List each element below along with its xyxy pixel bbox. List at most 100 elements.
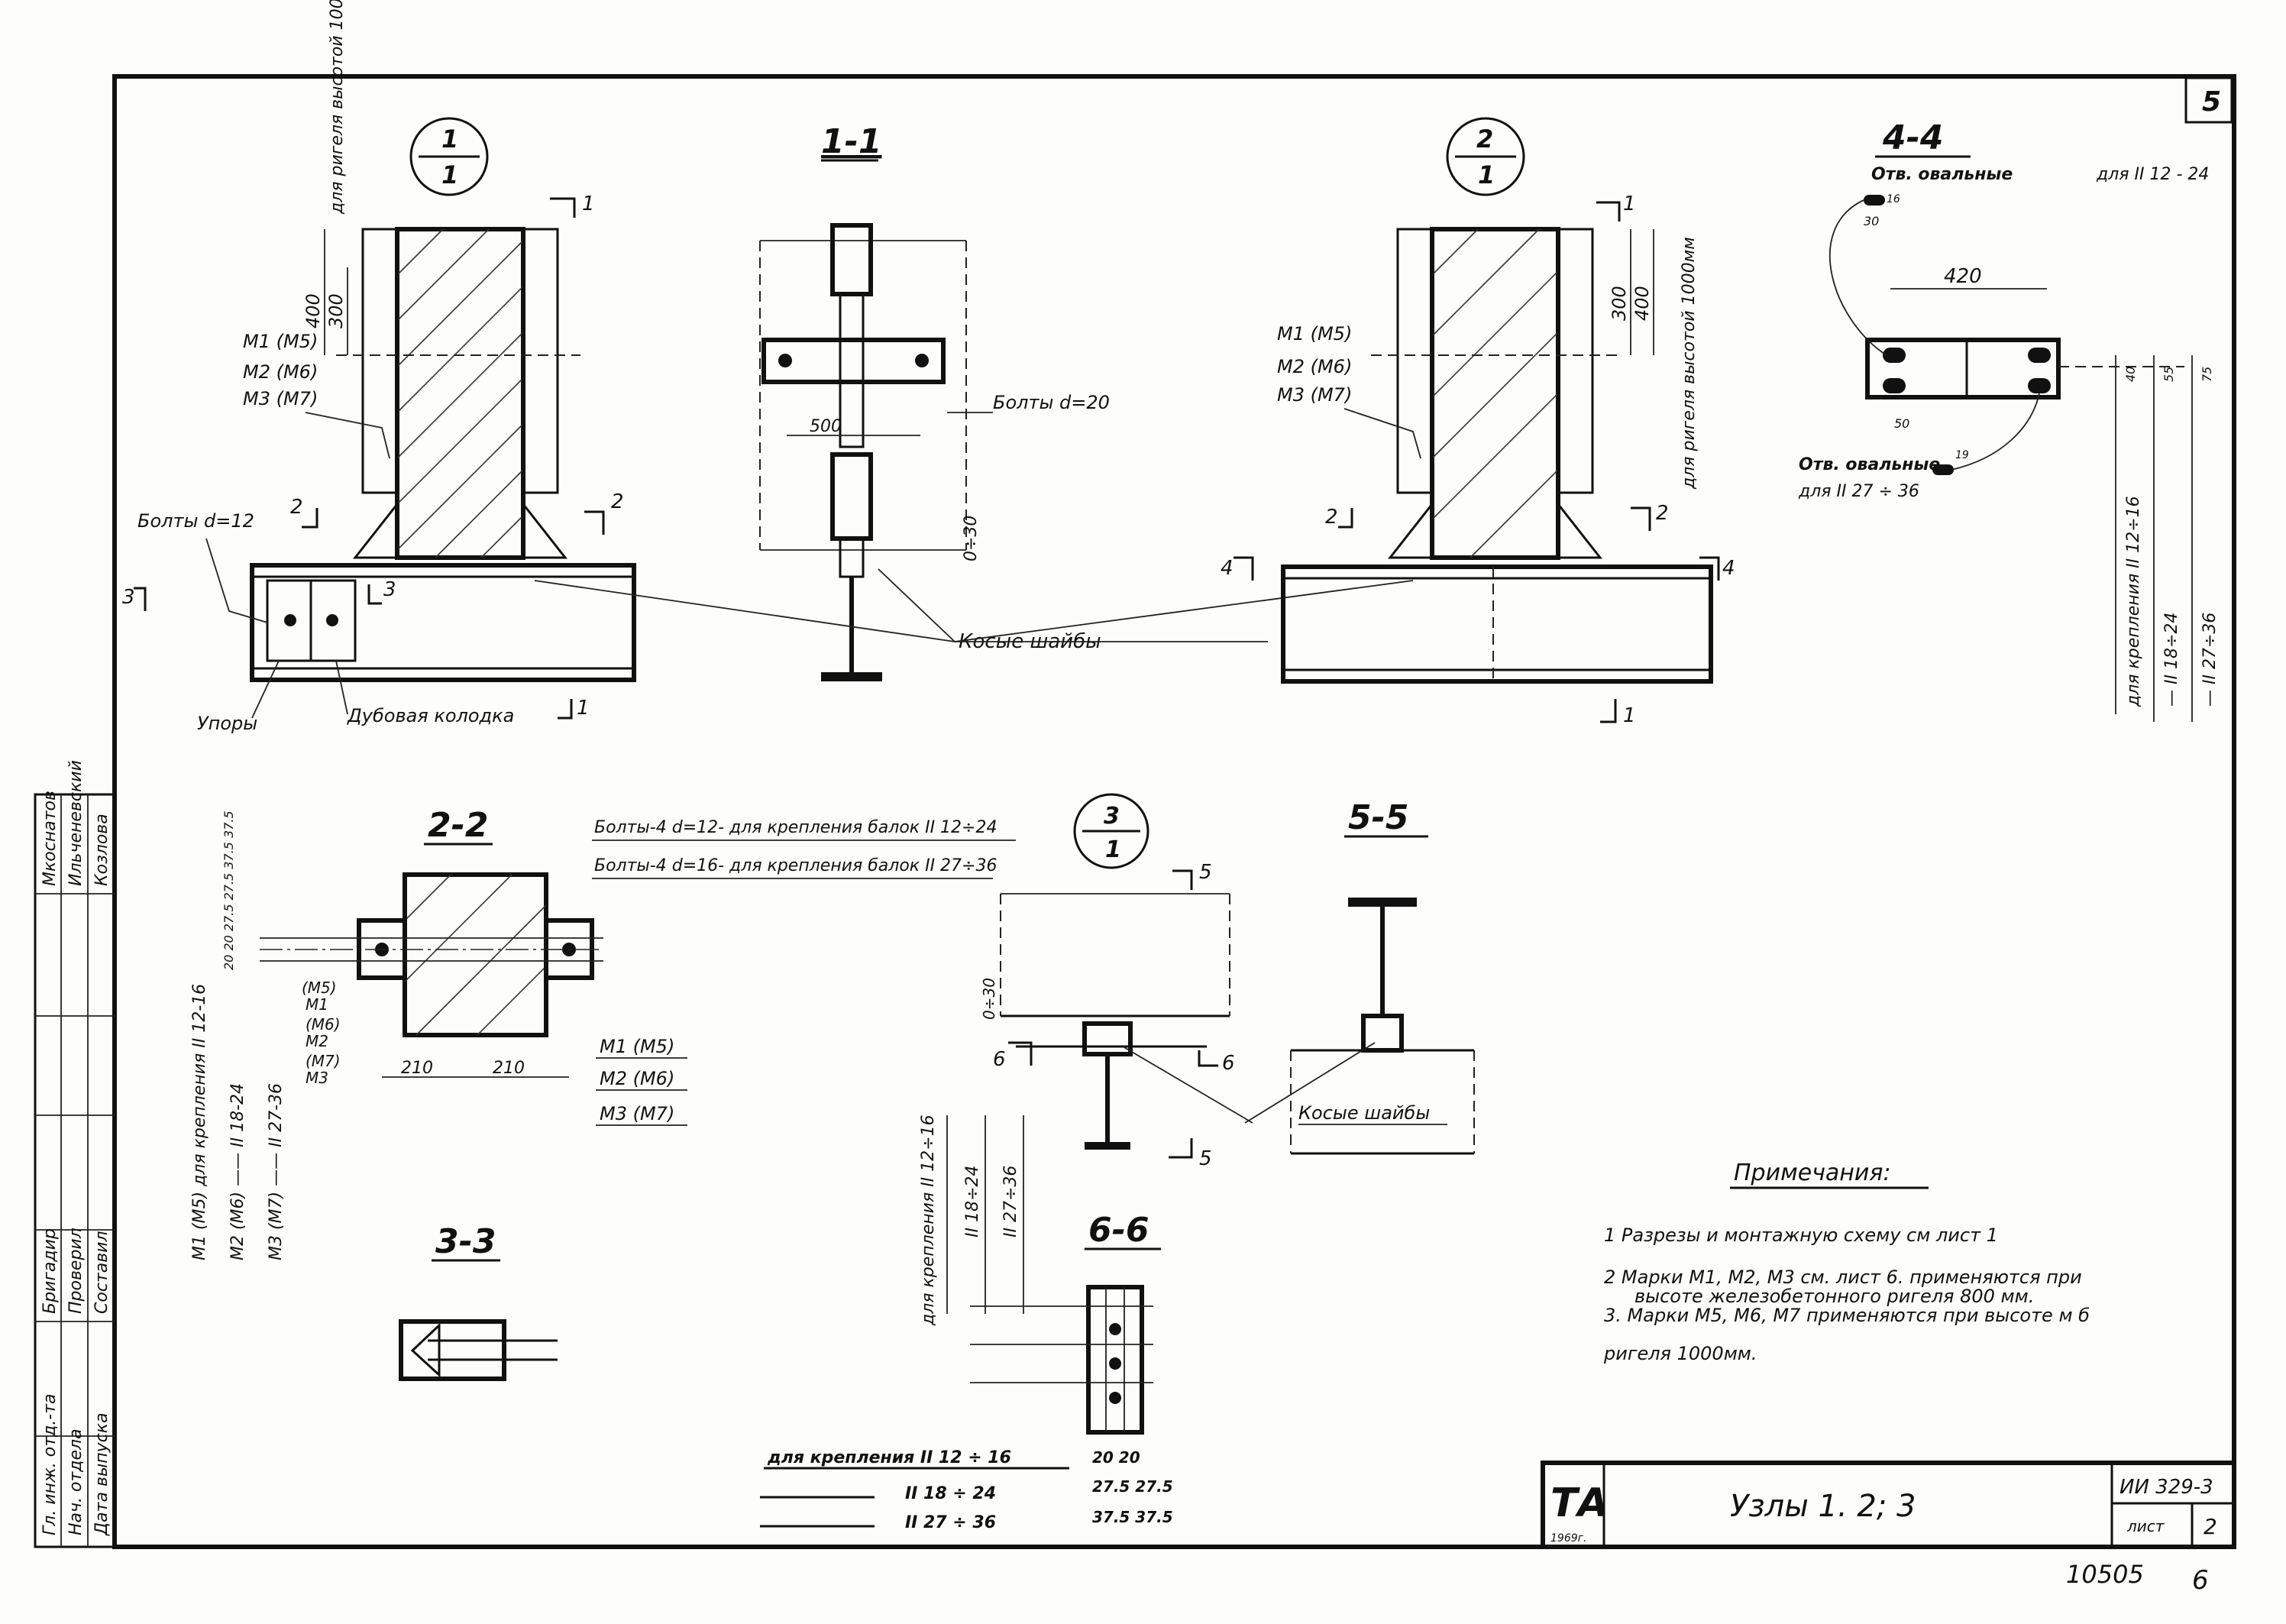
n2-cut-4a: 4 (1221, 557, 1234, 580)
s55-title: 5-5 (1348, 798, 1409, 837)
leg-3: II 27 ÷ 36 (905, 1513, 996, 1532)
s55-oblique-washers: Косые шайбы (1298, 1102, 1430, 1124)
n2-cut-2a: 2 (1325, 506, 1338, 529)
tb-code: ИИ 329-3 (2119, 1476, 2213, 1499)
s22-m1: М1 (306, 995, 328, 1014)
s44-fix-18-24: — II 18÷24 (2162, 613, 2181, 707)
s44-dim-50: 50 (1894, 416, 1909, 431)
sig-role-5: Проверил (66, 1228, 86, 1314)
sig-role-6: Составил (92, 1231, 112, 1314)
n2-cut-2b: 2 (1656, 502, 1669, 525)
leg-1d: 20 20 (1092, 1448, 1140, 1467)
node2-view: 2 1 300 400 для ригеля высотой 1000мм М1… (1221, 117, 1735, 727)
s11-bolts-d20: Болты d=20 (993, 392, 1110, 413)
n1-cut-3b: 3 (383, 578, 396, 601)
s22-m2: М2 (306, 1032, 328, 1050)
s44-dim-75: 75 (2200, 367, 2214, 382)
sig-role-1: Гл. инж. отд.-та (40, 1393, 60, 1535)
s22-m2m6r: М2 (М6) (600, 1068, 674, 1089)
s66-plate (1086, 1285, 1144, 1435)
n1-cut-2b: 2 (611, 490, 624, 513)
note-3b: ригеля 1000мм. (1603, 1343, 1757, 1364)
node2-den: 1 (1478, 160, 1495, 189)
s22-bolts-a: Болты-4 d=12- для крепления балок II 12÷… (594, 818, 997, 837)
tb-title: Узлы 1. 2; 3 (1730, 1489, 1916, 1524)
s44-dim-40: 40 (2123, 367, 2138, 382)
node3-num: 3 (1104, 803, 1120, 830)
s11-dim-500: 500 (810, 417, 842, 436)
s44-plate (1865, 338, 2061, 400)
n1-m2m6: М2 (М6) (243, 361, 318, 383)
s11-title: 1-1 (821, 122, 882, 161)
s22-fix-1: М1 (М5) для крепления II 12-16 (190, 984, 209, 1260)
n1-dim-400: 400 (302, 293, 324, 328)
tb-sheet-label: лист (2126, 1517, 2165, 1535)
sheet-number-top: 5 (2202, 86, 2221, 118)
s44-oval-holes-a: Отв. овальные (1871, 165, 2013, 184)
n3-cut-5a: 5 (1199, 861, 1212, 884)
s33-block (399, 1319, 506, 1381)
s22-m1m5r: М1 (М5) (600, 1036, 674, 1057)
s44-dim-55: 55 (2162, 367, 2176, 382)
n1-m3m7: М3 (М7) (243, 388, 318, 409)
node2-column (1430, 227, 1560, 560)
section-6-6: 6-6 (970, 1211, 1161, 1435)
n2-m3m7: М3 (М7) (1277, 384, 1352, 406)
section-4-4: 4-4 Отв. овальные для II 12 - 24 16 30 4… (1798, 118, 2220, 722)
leg-2d: 27.5 27.5 (1092, 1477, 1173, 1496)
n1-cut-3a: 3 (122, 586, 135, 609)
s33-title: 3-3 (435, 1222, 496, 1261)
s22-dims: 20 20 27.5 27.5 37.5 37.5 (221, 810, 236, 970)
n3-fix-3: II 27÷36 (1001, 1166, 1020, 1237)
node2-num: 2 (1476, 125, 1493, 154)
node1-den: 1 (441, 160, 458, 189)
note-1: 1 Разрезы и монтажную схему см лист 1 (1604, 1224, 1998, 1246)
leg-3d: 37.5 37.5 (1092, 1508, 1173, 1526)
s44-dim-16: 16 (1887, 193, 1900, 205)
sig-role-2: Нач. отдела (66, 1428, 86, 1535)
n2-dim-300: 300 (1609, 286, 1630, 321)
s22-fix-3: М3 (М7) —— II 27-36 (267, 1083, 286, 1260)
s22-m3m7r: М3 (М7) (600, 1103, 674, 1124)
n2-m1m5: М1 (М5) (1277, 323, 1352, 345)
s66-title: 6-6 (1088, 1211, 1149, 1250)
title-block: ТА 1969г. Узлы 1. 2; 3 ИИ 329-3 лист 2 (1541, 1461, 2236, 1549)
signature-strip: Гл. инж. отд.-та Нач. отдела Дата выпуск… (34, 760, 116, 1548)
s22-dim-210b: 210 (493, 1059, 525, 1078)
section-5-5: 5-5 Косые шайбы (1244, 798, 1475, 1155)
s22-dim-210a: 210 (401, 1059, 433, 1078)
s66-legend: для крепления II 12 ÷ 16 II 18 ÷ 24 II 2… (760, 1448, 1173, 1532)
n2-m2m6: М2 (М6) (1277, 356, 1352, 377)
sig-role-4: Бригадир (40, 1228, 60, 1314)
n2-cut-1b: 1 (1623, 704, 1636, 727)
node1-beam (250, 563, 636, 682)
tb-logo-year: 1969г. (1550, 1532, 1586, 1545)
tb-logo: ТА (1550, 1480, 1609, 1526)
s11-crossbar (761, 338, 946, 384)
s44-title: 4-4 (1882, 118, 1944, 157)
n3-fix-2: II 18÷24 (963, 1166, 982, 1237)
n1-riegel-note: для ригеля высотой 1000мм (328, 0, 347, 215)
n3-cut-6a: 6 (993, 1048, 1006, 1071)
node1-hatch (396, 228, 524, 558)
s44-fix-27-36: — II 27÷36 (2200, 613, 2220, 707)
s44-dim-420: 420 (1944, 265, 1982, 288)
s44-for-ii27: для II 27 ÷ 36 (1798, 482, 1919, 501)
n2-riegel-note: для ригеля высотой 1000мм (1680, 237, 1699, 490)
n3-cut-6b: 6 (1222, 1052, 1235, 1075)
s22-m7: (М7) (306, 1052, 341, 1070)
n2-dim-400: 400 (1631, 286, 1653, 321)
n3-dim-0-30: 0÷30 (980, 978, 998, 1020)
bottom-number-left: 10505 (2066, 1560, 2144, 1589)
n1-dim-300: 300 (325, 293, 347, 328)
n1-m1m5: М1 (М5) (243, 331, 318, 352)
n3-cut-5b: 5 (1199, 1147, 1212, 1170)
note-2b: высоте железобетонного ригеля 800 мм. (1634, 1286, 2034, 1307)
n2-cut-4b: 4 (1722, 557, 1735, 580)
sig-name-1: Мкоснатов (40, 791, 60, 886)
s22-bolts-b: Болты-4 d=16- для крепления балок II 27÷… (594, 856, 997, 875)
s44-dim-30: 30 (1864, 214, 1879, 228)
s22-m5: (М5) (302, 979, 337, 997)
bottom-number-right: 6 (2192, 1565, 2209, 1596)
